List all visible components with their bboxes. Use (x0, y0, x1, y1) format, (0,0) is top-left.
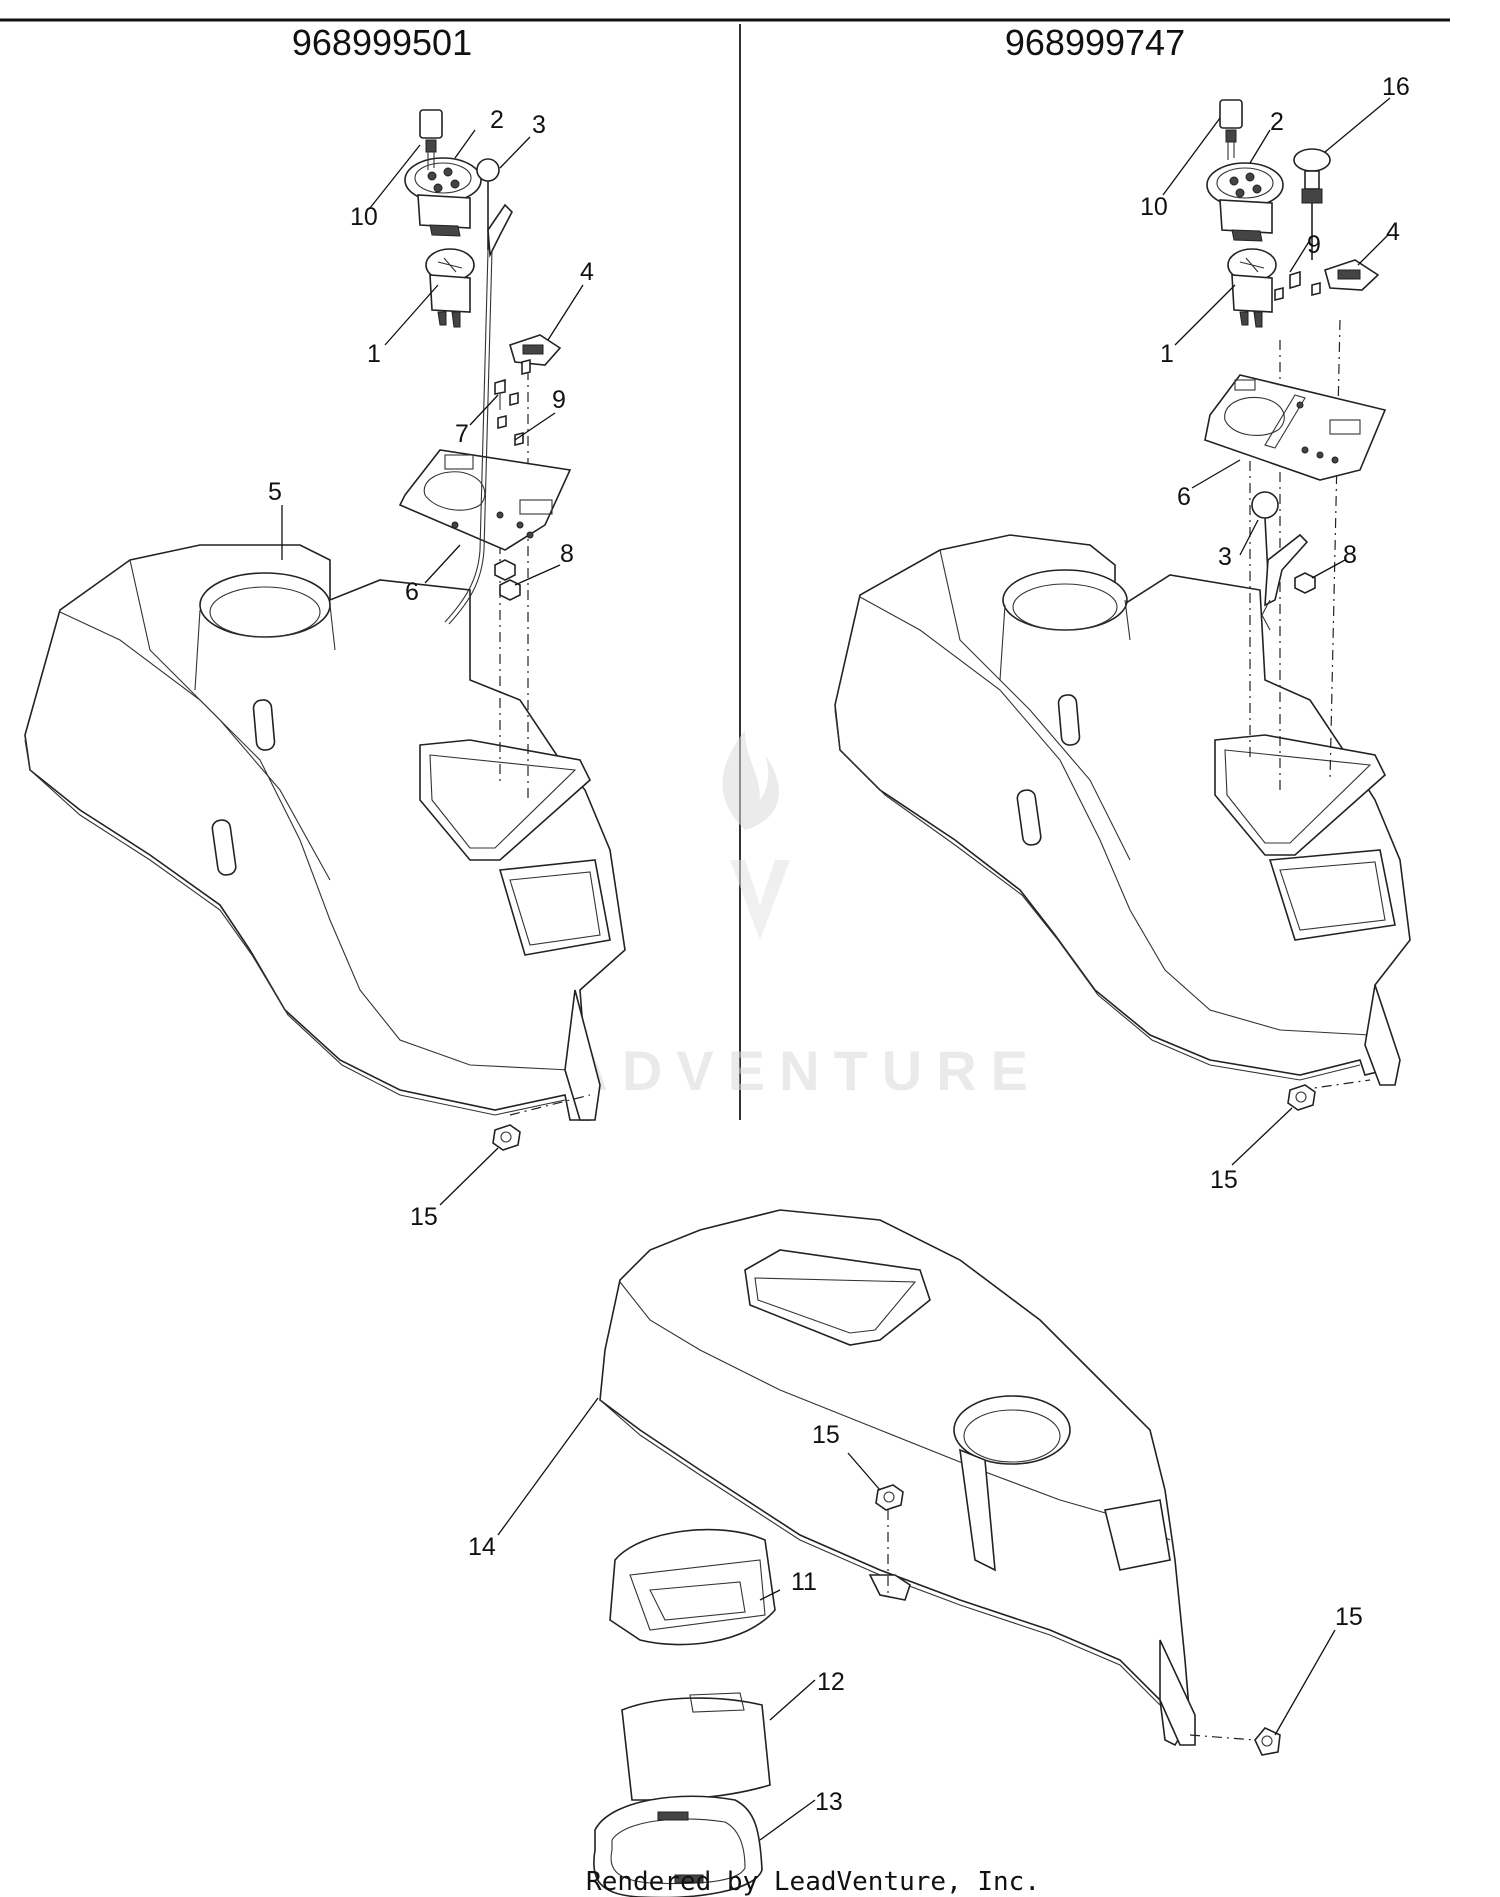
left-pto-switch (425, 248, 475, 328)
right-assembly: 10 2 16 9 4 1 6 3 8 15 (834, 73, 1411, 1194)
left-ignition-switch (404, 157, 482, 237)
bottom-guide-b (1189, 1734, 1256, 1741)
left-callout-6: 6 (405, 578, 419, 606)
bottom-callout-15-side: 15 (1335, 1603, 1363, 1631)
bottom-assembly: 14 15 11 12 13 15 (468, 1209, 1363, 1897)
left-callout-1: 1 (367, 340, 381, 368)
bottom-rear-housing (599, 1209, 1196, 1747)
right-nut (1294, 572, 1316, 594)
left-callout-4: 4 (580, 258, 594, 286)
bottom-bolt-top (875, 1484, 904, 1511)
right-callout-6: 6 (1177, 483, 1191, 511)
left-ignition-key (419, 109, 443, 170)
left-callout-7: 7 (455, 420, 469, 448)
left-callout-3: 3 (532, 111, 546, 139)
bottom-bolt-side (1254, 1727, 1281, 1756)
footer-credit: Rendered by LeadVenture, Inc. (586, 1867, 1040, 1897)
left-console-housing (24, 544, 626, 1121)
left-callout-8: 8 (560, 540, 574, 568)
right-callout-16: 16 (1382, 73, 1410, 101)
right-throttle-cable (1251, 491, 1309, 631)
right-guide-c (1329, 319, 1341, 781)
right-console-housing (834, 534, 1411, 1086)
left-callout-15: 15 (410, 1203, 438, 1231)
right-callout-10: 10 (1140, 193, 1168, 221)
left-throttle-cable (444, 158, 513, 625)
right-callout-4: 4 (1386, 218, 1400, 246)
right-callout-15: 15 (1210, 1166, 1238, 1194)
left-bolt (492, 1124, 521, 1151)
right-mounting-plate (1204, 374, 1387, 481)
right-pto-switch (1227, 248, 1277, 328)
right-bolt (1287, 1084, 1316, 1111)
bottom-callout-11: 11 (791, 1568, 817, 1596)
bottom-bezel-11 (609, 1528, 776, 1646)
right-callout-2: 2 (1270, 108, 1284, 136)
bottom-callout-14: 14 (468, 1533, 496, 1561)
right-ignition-key (1219, 99, 1243, 160)
bottom-gasket-13 (593, 1795, 763, 1897)
left-guide-c (509, 1094, 591, 1116)
left-callout-10: 10 (350, 203, 378, 231)
right-callout-1: 1 (1160, 340, 1174, 368)
right-callout-9: 9 (1307, 231, 1321, 259)
left-callout-2: 2 (490, 106, 504, 134)
left-nuts (494, 559, 521, 601)
right-screws (1274, 270, 1321, 302)
right-choke-knob (1293, 148, 1331, 260)
left-screws (494, 358, 531, 447)
left-callout-9: 9 (552, 386, 566, 414)
bottom-callout-15-top: 15 (812, 1421, 840, 1449)
right-ignition-switch (1206, 162, 1284, 242)
right-callout-3: 3 (1218, 543, 1232, 571)
left-assembly: 10 2 3 1 4 7 9 5 6 8 15 (24, 106, 626, 1231)
right-callout-8: 8 (1343, 541, 1357, 569)
right-model-number: 968999747 (1005, 22, 1185, 63)
left-callout-5: 5 (268, 478, 282, 506)
left-rectangular-switch (509, 334, 562, 366)
right-rectangular-switch (1324, 259, 1380, 291)
bottom-callout-12: 12 (817, 1668, 845, 1696)
bottom-callout-13: 13 (815, 1788, 843, 1816)
left-model-number: 968999501 (292, 22, 472, 63)
bottom-cover-12 (621, 1692, 771, 1801)
